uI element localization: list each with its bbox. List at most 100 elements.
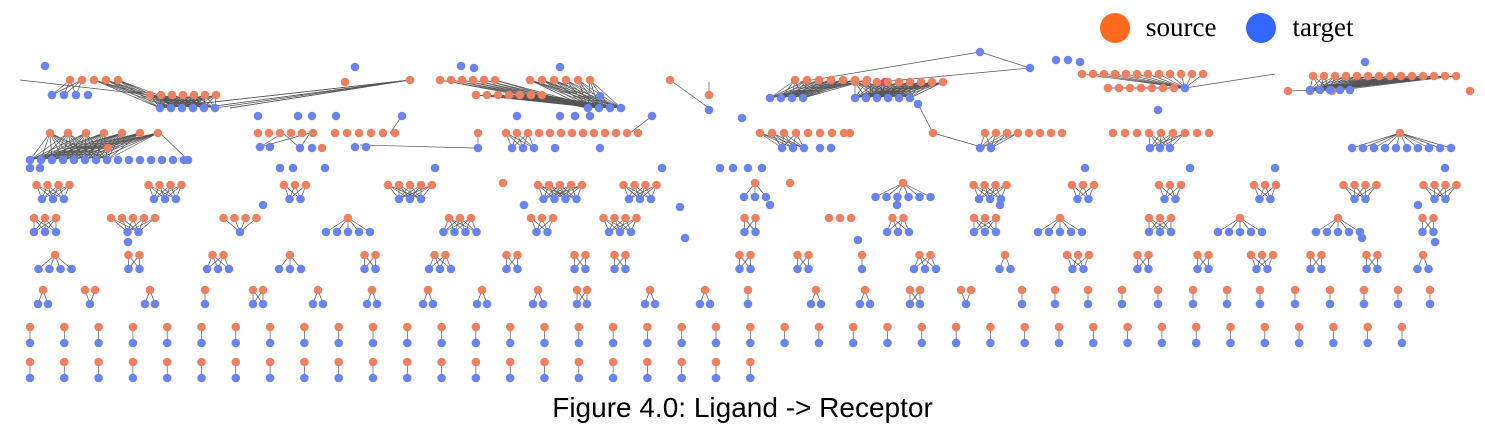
target-node: [853, 235, 863, 245]
source-node: [275, 128, 285, 138]
source-node: [533, 285, 543, 295]
edge: [93, 79, 161, 109]
target-node: [595, 143, 605, 153]
target-node: [368, 373, 378, 383]
target-node: [1260, 338, 1270, 348]
source-node: [1067, 180, 1077, 190]
target-node: [848, 338, 858, 348]
source-node: [1188, 285, 1198, 295]
source-node: [1055, 213, 1065, 223]
source-node: [378, 128, 388, 138]
target-node: [975, 143, 985, 153]
edge: [553, 79, 589, 109]
target-node: [1145, 143, 1155, 153]
target-node: [574, 373, 584, 383]
target-node: [258, 200, 268, 210]
source-node: [991, 128, 1001, 138]
source-node: [1099, 69, 1109, 79]
target-node: [48, 194, 58, 204]
target-node: [1369, 143, 1379, 153]
target-node: [502, 264, 511, 274]
source-node: [555, 180, 565, 190]
target-node: [231, 373, 241, 383]
target-node: [616, 103, 626, 113]
target-node: [285, 194, 294, 204]
target-node: [540, 373, 549, 383]
source-node: [25, 357, 35, 367]
source-node: [860, 285, 870, 295]
source-node: [566, 180, 576, 190]
target-node: [799, 143, 809, 153]
target-node: [403, 373, 412, 383]
source-node: [29, 213, 39, 223]
source-node: [1396, 71, 1406, 81]
target-node: [1358, 143, 1368, 153]
source-node: [665, 75, 675, 85]
source-node: [155, 180, 164, 190]
source-node: [755, 128, 765, 138]
target-node: [293, 111, 303, 121]
source-node: [211, 90, 221, 100]
source-node: [1017, 285, 1027, 295]
target-node: [1075, 57, 1085, 67]
target-node: [1051, 55, 1061, 65]
source-node: [162, 322, 172, 332]
source-node: [767, 128, 777, 138]
source-node: [1193, 250, 1202, 260]
target-node: [361, 142, 371, 152]
target-node: [594, 103, 604, 113]
target-node: [300, 338, 309, 348]
target-node: [1263, 264, 1272, 274]
target-node: [450, 227, 459, 237]
target-node: [37, 194, 47, 204]
target-node: [737, 113, 747, 123]
target-node: [574, 338, 584, 348]
source-node: [704, 90, 714, 100]
target-node: [350, 142, 360, 152]
target-node: [519, 200, 529, 210]
target-node: [149, 194, 159, 204]
target-node: [113, 155, 123, 165]
edge: [1337, 217, 1361, 233]
source-node: [643, 357, 652, 367]
target-node: [197, 373, 206, 383]
edge: [629, 115, 653, 134]
source-node: [197, 357, 206, 367]
source-node: [444, 213, 454, 223]
edge: [29, 132, 87, 161]
source-node: [405, 75, 415, 85]
source-node: [473, 128, 483, 138]
target-node: [505, 338, 515, 348]
source-node: [780, 322, 789, 332]
source-node: [1260, 322, 1270, 332]
edge: [628, 184, 657, 200]
target-node: [1393, 299, 1403, 309]
edge: [347, 217, 371, 233]
target-node: [961, 299, 971, 309]
source-node: [330, 128, 340, 138]
target-node: [362, 299, 372, 309]
edge: [577, 79, 600, 109]
source-node: [540, 322, 549, 332]
target-node: [102, 155, 112, 165]
source-node: [354, 128, 364, 138]
source-node: [1350, 180, 1359, 190]
target-node: [1193, 264, 1202, 274]
target-node: [1446, 143, 1456, 153]
target-node: [1066, 227, 1076, 237]
source-node: [43, 180, 52, 190]
source-node: [258, 285, 268, 295]
target-node: [472, 227, 481, 237]
source-node: [630, 180, 639, 190]
source-node: [746, 322, 755, 332]
source-node: [824, 213, 834, 223]
edge: [29, 132, 141, 161]
target-node: [680, 233, 690, 243]
target-node: [518, 143, 528, 153]
source-node: [610, 213, 619, 223]
edge: [40, 132, 141, 161]
source-node: [471, 357, 481, 367]
source-node: [1204, 128, 1214, 138]
target-node: [1235, 227, 1245, 237]
source-node: [200, 285, 210, 295]
